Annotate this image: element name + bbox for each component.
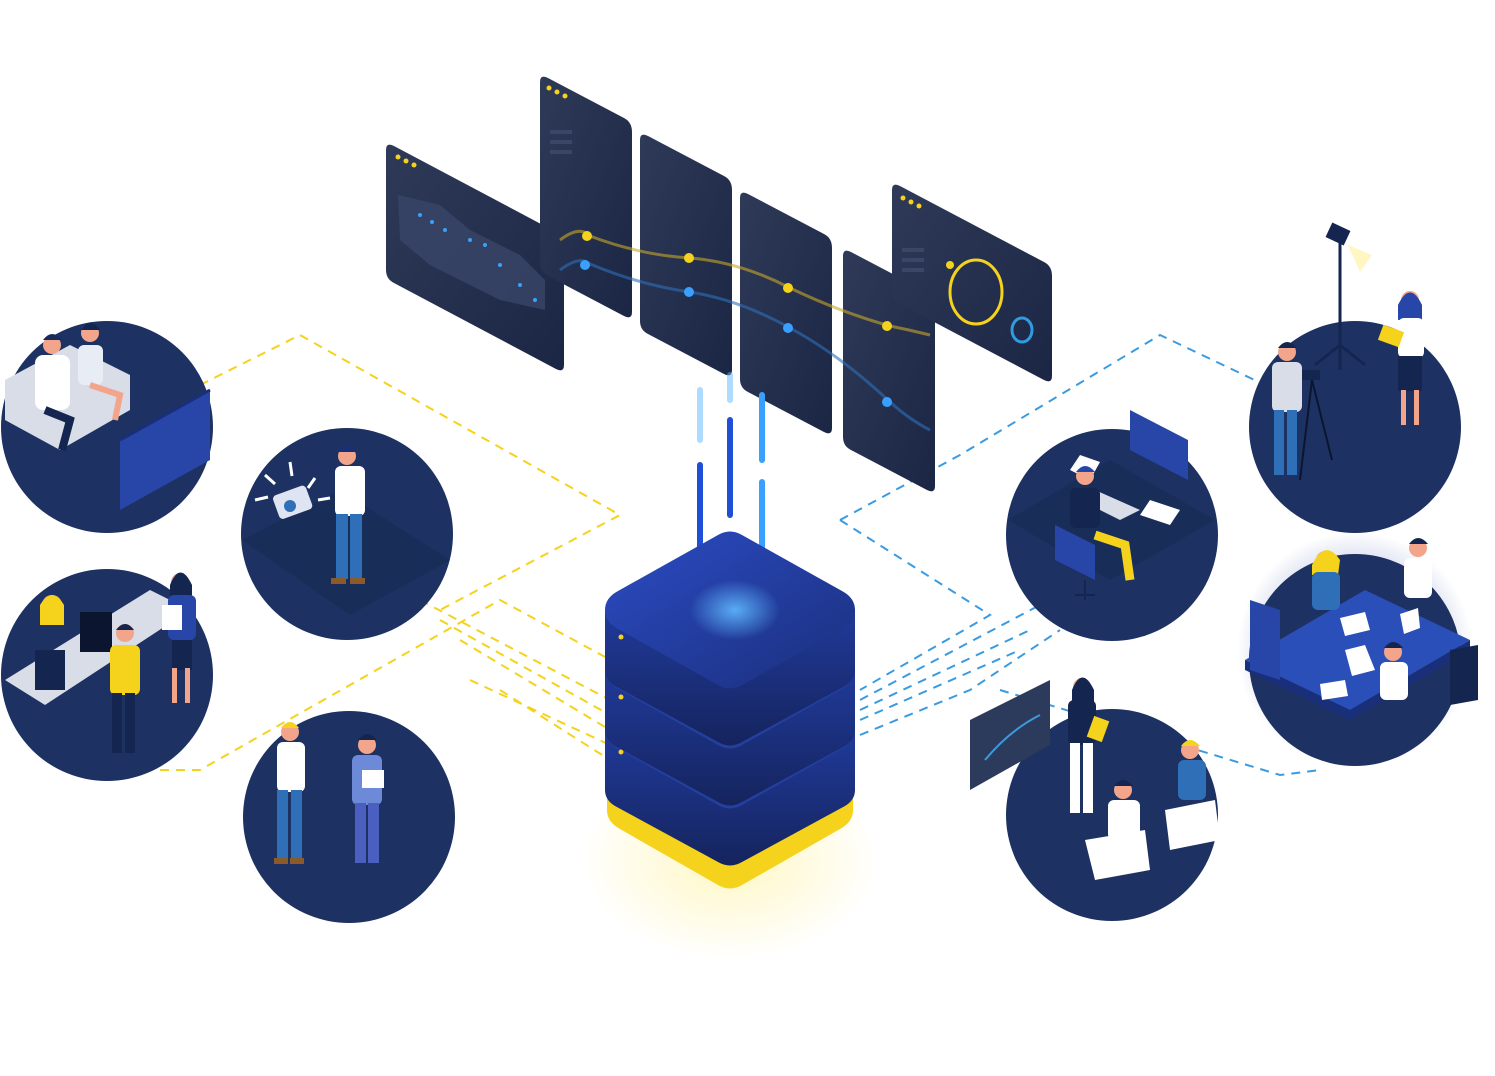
scene-presentation-meeting [970, 677, 1220, 921]
scene-reception-desk [1, 569, 213, 781]
scene-sofa-tv [1, 321, 213, 533]
data-beams [697, 372, 765, 583]
chart-screen-1 [540, 76, 632, 318]
scene-laptop-worker [1006, 410, 1218, 641]
world-map-screen [386, 144, 564, 371]
scene-photographer [1249, 222, 1461, 533]
dashboard-screens [386, 76, 1052, 492]
server-stack [580, 531, 880, 960]
gauge-screen [892, 184, 1052, 382]
scene-camera-person [241, 428, 453, 640]
yellow-connections [160, 333, 623, 771]
chart-screen-3 [740, 192, 832, 434]
chart-screen-4 [843, 250, 935, 492]
scene-team-meeting [1237, 532, 1478, 768]
scene-two-people-talking [243, 711, 455, 923]
